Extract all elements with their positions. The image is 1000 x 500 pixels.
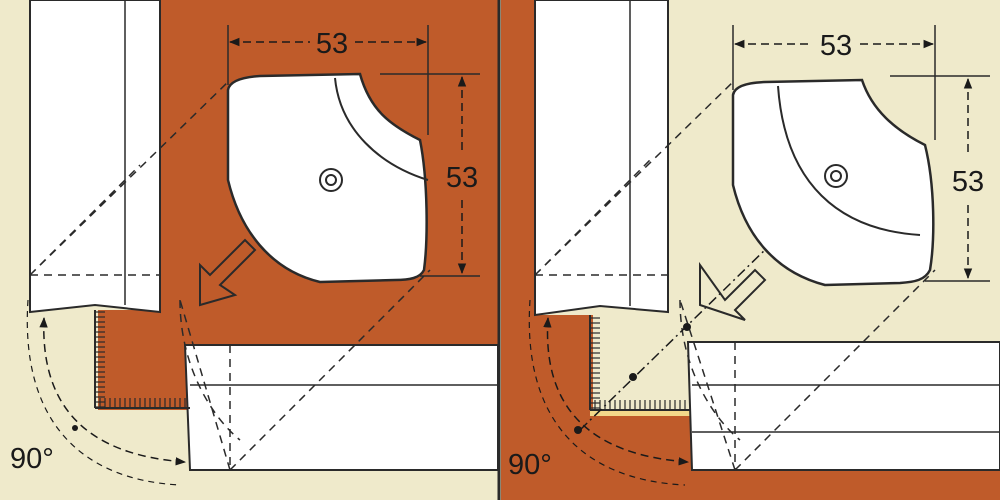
left-dim-vertical: 53 [380,73,480,277]
left-dim-vertical-label: 53 [446,162,478,194]
left-dim-horizontal-label: 53 [316,28,348,60]
right-removal-arrow-icon [699,261,767,321]
left-vertical-cabinet [29,0,161,314]
right-rotation-arc [543,316,690,466]
right-dashed-outline [534,79,936,471]
left-rotation-arc [39,316,187,466]
left-removal-arrow-icon [199,238,257,307]
right-angle-label: 90° [508,449,552,481]
left-rust-strip [98,310,190,410]
right-dim-vertical-label: 53 [952,166,984,198]
right-vertical-cabinet [534,0,669,317]
right-panel: 53 53 90° [501,0,1000,500]
right-basin [731,78,935,287]
left-horizontal-cabinet [183,344,499,471]
left-angle-label: 90° [10,443,54,475]
right-dim-horizontal-label: 53 [820,30,852,62]
left-drain-icon [319,168,343,192]
right-dim-horizontal: 53 [732,25,936,140]
left-panel: 53 53 90° [10,0,499,486]
left-dashed-outline [29,79,431,471]
right-dim-vertical: 53 [890,75,990,282]
right-drain-icon [824,164,848,188]
left-dim-horizontal: 53 [227,25,429,135]
